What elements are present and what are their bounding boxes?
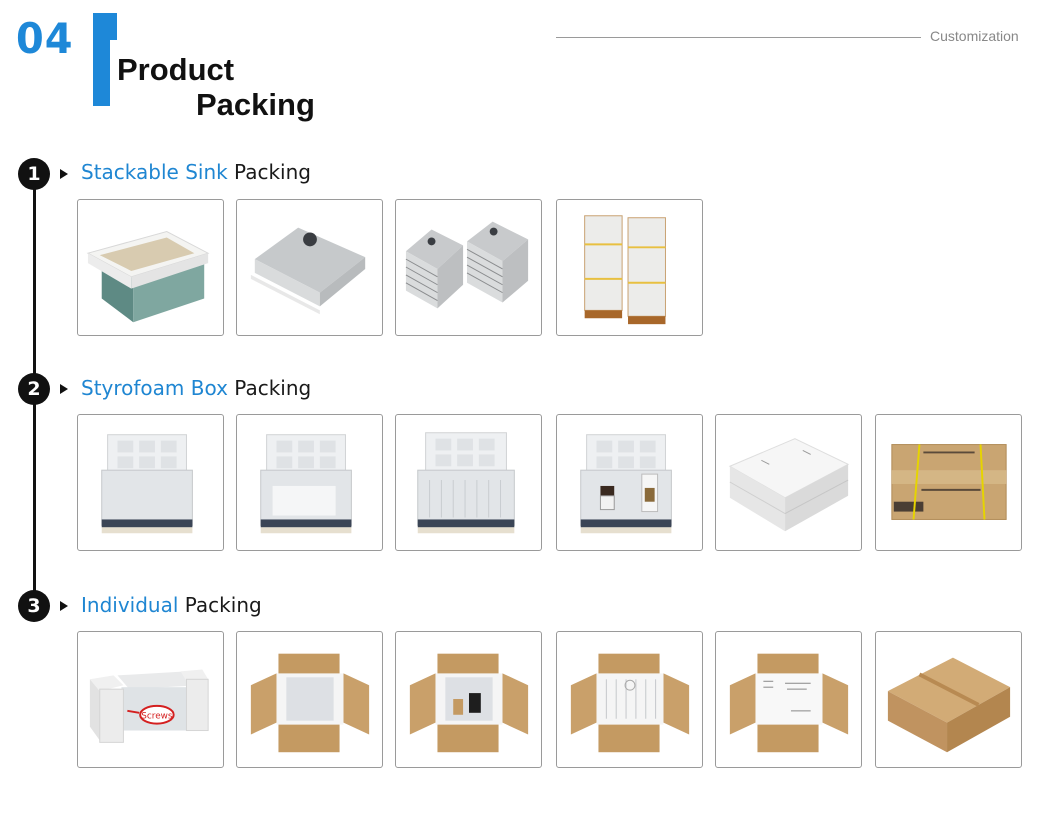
step-3-title-accent: Individual	[81, 593, 179, 617]
step-1-title-rest: Packing	[227, 160, 311, 184]
svg-text:Screws: Screws	[141, 712, 173, 722]
photo-styrofoam-box-open	[77, 414, 224, 551]
sink-in-foam-frame-icon	[86, 231, 210, 323]
step-1-badge: 1	[18, 158, 50, 190]
photo-foam-end-caps: Screws	[77, 631, 224, 768]
strapped-carton-icon	[891, 444, 1007, 520]
photo-sealed-carton	[875, 631, 1022, 768]
play-arrow-icon	[60, 169, 68, 179]
step-3-title: Individual Packing	[81, 593, 262, 617]
open-carton-accessories-icon	[409, 653, 529, 753]
photo-open-carton-accessories	[395, 631, 542, 768]
title-bar-notch	[110, 40, 118, 120]
play-arrow-icon	[60, 384, 68, 394]
photo-styrofoam-box-grid	[395, 414, 542, 551]
photo-strapped-carton	[875, 414, 1022, 551]
open-carton-sink-icon	[250, 653, 370, 753]
step-2-title-accent: Styrofoam Box	[81, 376, 228, 400]
foam-end-caps-icon: Screws	[89, 669, 209, 743]
photo-open-carton-manual	[715, 631, 862, 768]
step-3-title-rest: Packing	[178, 593, 262, 617]
stacked-sinks-icon	[405, 221, 529, 309]
photo-open-carton-sink	[236, 631, 383, 768]
photo-styrofoam-box-accessories	[556, 414, 703, 551]
step-1-title: Stackable Sink Packing	[81, 160, 311, 184]
styrofoam-box-insert-icon	[260, 434, 352, 534]
section-number: 04	[16, 14, 74, 63]
play-arrow-icon	[60, 601, 68, 611]
photo-sink-in-foam-frame	[77, 199, 224, 336]
photo-stacked-sinks	[395, 199, 542, 336]
step-2-title: Styrofoam Box Packing	[81, 376, 311, 400]
sealed-carton-icon	[887, 657, 1011, 753]
photo-styrofoam-box-closed	[715, 414, 862, 551]
pallet-stacks-icon	[584, 215, 666, 325]
photo-styrofoam-box-insert	[236, 414, 383, 551]
header-divider	[556, 37, 921, 38]
open-carton-manual-icon	[729, 653, 849, 753]
photo-open-carton-grid	[556, 631, 703, 768]
step-1-title-accent: Stackable Sink	[81, 160, 228, 184]
styrofoam-box-accessories-icon	[580, 434, 672, 534]
styrofoam-box-open-icon	[101, 434, 193, 534]
open-carton-grid-icon	[570, 653, 690, 753]
page-title-line1: Product	[117, 52, 235, 87]
step-2-badge: 2	[18, 373, 50, 405]
wrapped-sink-icon	[250, 227, 366, 315]
step-2-title-rest: Packing	[227, 376, 312, 400]
step-3-badge: 3	[18, 590, 50, 622]
styrofoam-box-grid-icon	[417, 432, 515, 534]
styrofoam-box-closed-icon	[728, 438, 850, 532]
photo-pallet-stacks	[556, 199, 703, 336]
photo-wrapped-sink	[236, 199, 383, 336]
page-title-line2: Packing	[196, 87, 315, 122]
category-label: Customization	[930, 28, 1019, 44]
